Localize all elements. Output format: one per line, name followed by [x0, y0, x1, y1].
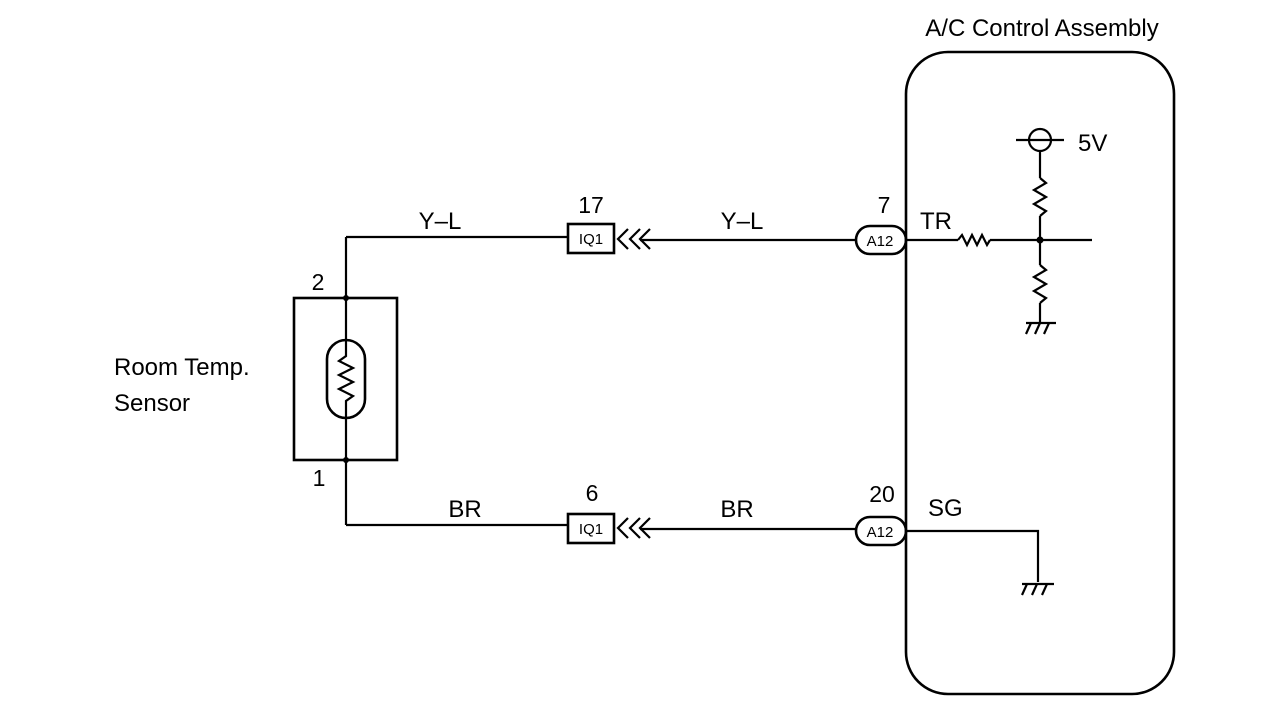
term-tr-label: TR: [920, 208, 952, 235]
wire-top-left-color: Y–L: [419, 208, 462, 235]
ground-icon-top: [1024, 321, 1056, 335]
wire-bottom-left-color: BR: [448, 496, 481, 523]
svg-text:A12: A12: [867, 233, 894, 250]
sensor-label-line2: Sensor: [114, 390, 190, 417]
pullup-resistor-icon: [1031, 177, 1049, 217]
ground-icon-bottom: [1020, 582, 1054, 596]
sg-ground-line: [906, 529, 1054, 596]
ecu-connector-bottom: A12: [854, 515, 908, 547]
sensor-pin-bottom: 1: [313, 465, 326, 491]
divider-network: [906, 151, 1092, 335]
ecu-pin-bottom: 20: [869, 481, 895, 507]
ac-control-assembly-box: [904, 50, 1176, 696]
junction-connector-bottom: IQ1: [566, 512, 651, 545]
wire-top-right-color: Y–L: [721, 208, 764, 235]
junction-pin-top: 17: [578, 192, 604, 218]
room-temp-sensor: [292, 237, 399, 525]
supply-label: 5V: [1078, 130, 1107, 157]
junction-dot: [1036, 236, 1044, 244]
term-sg-label: SG: [928, 495, 963, 522]
svg-text:IQ1: IQ1: [579, 521, 603, 538]
junction-connector-top: IQ1: [566, 222, 651, 255]
supply-5v-icon: [1016, 127, 1064, 153]
ecu-connector-top: A12: [854, 224, 908, 256]
svg-text:IQ1: IQ1: [579, 231, 603, 248]
junction-pin-bottom: 6: [586, 480, 599, 506]
wire-bottom-right-color: BR: [720, 496, 753, 523]
sensor-pin-top: 2: [312, 269, 325, 295]
ecu-pin-top: 7: [878, 192, 891, 218]
series-resistor-icon: [957, 232, 991, 248]
pulldown-resistor-icon: [1031, 264, 1049, 304]
sensor-label-line1: Room Temp.: [114, 354, 250, 381]
assembly-title: A/C Control Assembly: [925, 15, 1158, 42]
svg-text:A12: A12: [867, 524, 894, 541]
